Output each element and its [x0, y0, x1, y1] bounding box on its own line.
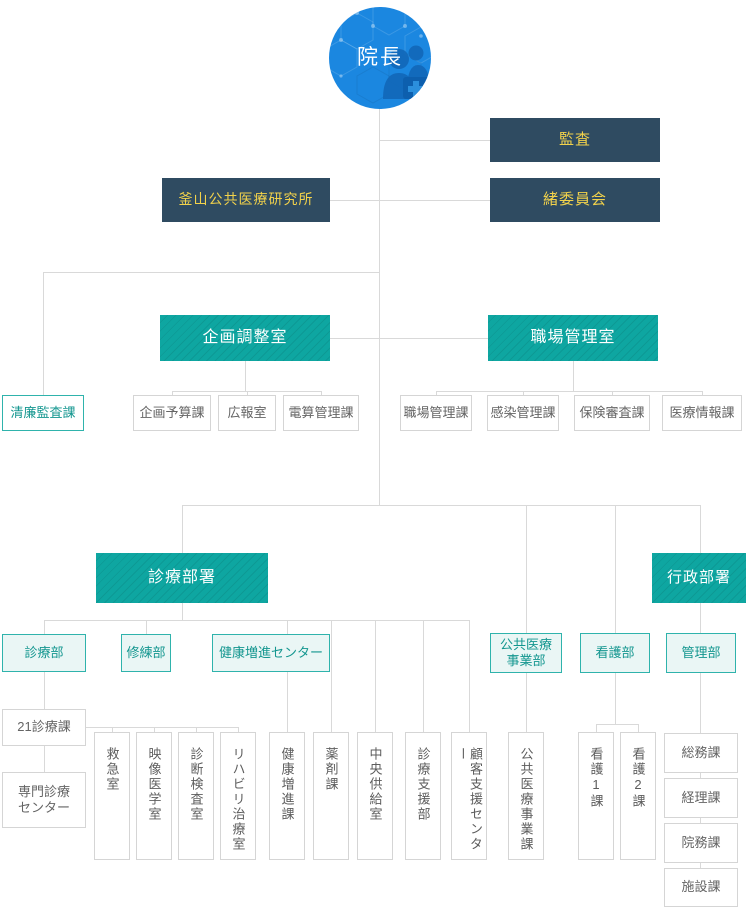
node-planning-office: 企画調整室: [160, 315, 330, 361]
node-pharmacy-section: 薬剤課: [313, 732, 349, 860]
connector-line: [469, 620, 470, 732]
connector-line: [182, 603, 183, 620]
connector-line: [44, 620, 45, 634]
connector-line: [615, 505, 616, 633]
node-emergency-room: 救急室: [94, 732, 130, 860]
connector-line: [375, 620, 376, 732]
node-workplace-office: 職場管理室: [488, 315, 658, 361]
medical-staff-icon: [329, 7, 431, 104]
connector-line: [379, 106, 380, 505]
node-infection-control: 感染管理課: [487, 395, 559, 431]
connector-line: [573, 361, 574, 391]
connector-line: [436, 391, 437, 396]
connector-line: [638, 724, 639, 732]
connector-line: [182, 505, 700, 506]
node-it-management: 電算管理課: [283, 395, 359, 431]
connector-line: [615, 673, 616, 724]
node-audit: 監査: [490, 118, 660, 162]
node-imaging-medicine-room: 映像医学室: [136, 732, 172, 860]
connector-line: [86, 727, 238, 728]
connector-line: [379, 140, 490, 141]
node-committees: 緒委員会: [490, 178, 660, 222]
node-accounting: 経理課: [664, 778, 738, 818]
node-general-affairs: 総務課: [664, 733, 738, 773]
node-insurance-review: 保険審査課: [574, 395, 650, 431]
node-research-institute: 釜山公共医療研究所: [162, 178, 330, 222]
connector-line: [238, 727, 239, 732]
connector-line: [612, 391, 613, 396]
connector-line: [596, 724, 597, 732]
node-training-dept: 修練部: [121, 634, 171, 672]
node-management-dept: 管理部: [666, 633, 736, 673]
connector-line: [43, 272, 379, 273]
director-label: 院長: [357, 46, 403, 69]
node-diagnostic-lab-room: 診断検査室: [178, 732, 214, 860]
connector-line: [523, 391, 524, 396]
connector-line: [330, 338, 488, 339]
connector-line: [700, 773, 701, 778]
node-specialty-clinic-center: 専門診療センター: [2, 772, 86, 828]
node-hospital-affairs: 院務課: [664, 823, 738, 863]
node-public-medical-section: 公共医療事業課: [508, 732, 544, 860]
connector-line: [700, 818, 701, 823]
connector-line: [330, 200, 490, 201]
connector-line: [331, 620, 332, 732]
node-central-supply-room: 中央供給室: [357, 732, 393, 860]
connector-line: [196, 727, 197, 732]
node-nursing-section-1: 看護1課: [578, 732, 614, 860]
connector-line: [596, 724, 638, 725]
connector-line: [423, 620, 424, 732]
connector-line: [146, 620, 147, 634]
connector-line: [172, 391, 321, 392]
node-medical-dept: 診療部: [2, 634, 86, 672]
node-health-promotion-section: 健康増進課: [269, 732, 305, 860]
connector-line: [700, 862, 701, 868]
node-customer-support-center: 顧客支援センター: [451, 732, 487, 860]
node-nursing-dept: 看護部: [580, 633, 650, 673]
node-clinical-support-dept: 診療支援部: [405, 732, 441, 860]
connector-line: [44, 672, 45, 709]
node-pr-office: 広報室: [218, 395, 276, 431]
connector-line: [112, 727, 113, 732]
node-workplace-management: 職場管理課: [400, 395, 472, 431]
connector-line: [44, 746, 45, 772]
node-nursing-section-2: 看護2課: [620, 732, 656, 860]
node-rehabilitation-room: リハビリ治療室: [220, 732, 256, 860]
connector-line: [436, 391, 702, 392]
node-admin-division: 行政部署: [652, 553, 746, 603]
node-public-medical-dept: 公共医療事業部: [490, 633, 562, 673]
node-director: 院長: [329, 7, 431, 109]
connector-line: [700, 673, 701, 733]
connector-line: [526, 673, 527, 732]
connector-line: [172, 391, 173, 396]
connector-line: [245, 361, 246, 391]
connector-line: [247, 391, 248, 396]
connector-line: [526, 505, 527, 633]
connector-line: [321, 391, 322, 396]
connector-line: [44, 620, 469, 621]
connector-line: [287, 620, 288, 732]
node-medical-information: 医療情報課: [662, 395, 742, 431]
connector-line: [182, 505, 183, 553]
node-clinic-21: 21診療課: [2, 709, 86, 746]
node-integrity-section: 清廉監査課: [2, 395, 84, 431]
connector-line: [702, 391, 703, 396]
node-facilities: 施設課: [664, 868, 738, 907]
node-medical-division: 診療部署: [96, 553, 268, 603]
node-health-promotion-center: 健康増進センター: [212, 634, 330, 672]
connector-line: [700, 505, 701, 553]
connector-line: [43, 272, 44, 395]
node-planning-budget: 企画予算課: [133, 395, 211, 431]
connector-line: [154, 727, 155, 732]
connector-line: [700, 603, 701, 633]
